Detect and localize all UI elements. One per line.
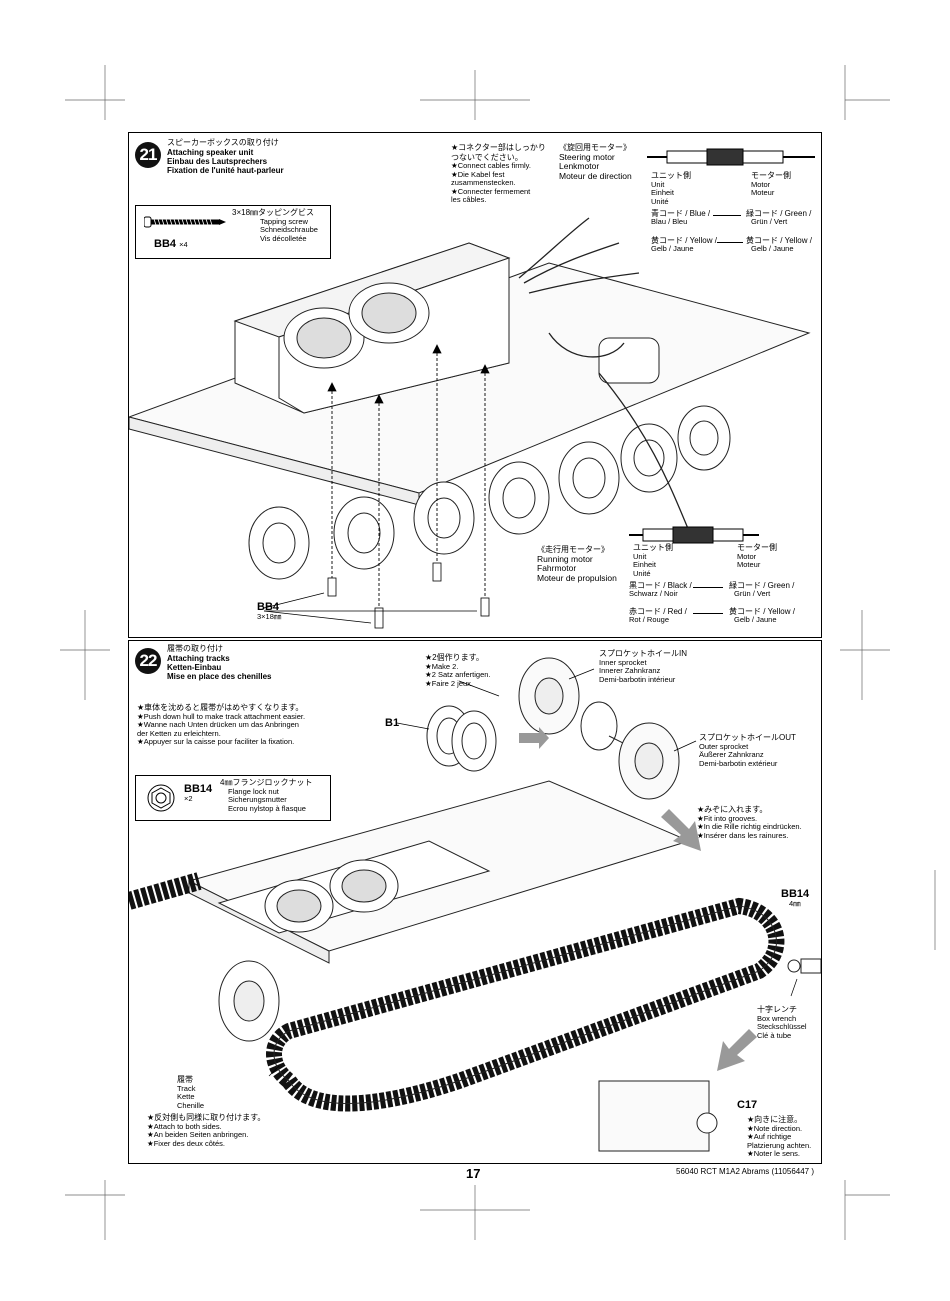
sprocket-assembly-illustration [396, 657, 697, 800]
track-hull-illustration [129, 780, 821, 1152]
make-two-note: ★2個作ります。 ★Make 2. ★2 Satz anfertigen. ★F… [425, 653, 491, 688]
running-unit-side: ユニット側 Unit Einheit Unité [633, 543, 673, 578]
fit-grooves-note: ★みぞに入れます。 ★Fit into grooves. ★In die Ril… [697, 805, 802, 840]
step-22-panel: 22 履帯の取り付け Attaching tracks Ketten-Einba… [128, 640, 822, 1164]
screw-icon [144, 216, 226, 228]
bb14-side-label: BB14 4㎜ [781, 888, 810, 908]
steering-unit-side: ユニット側 Unit Einheit Unité [651, 171, 691, 206]
track-label: 履帯 Track Kette Chenille [177, 1075, 205, 1110]
running-motor-side: モーター側 Motor Moteur [737, 543, 777, 570]
steering-motor-side: モーター側 Motor Moteur [751, 171, 791, 198]
running-motor-label: 《走行用モーター》 Running motor Fahrmotor Moteur… [537, 545, 617, 584]
steering-wire-pairs: 青コード / Blue / Blau / Bleu 緑コード / Green /… [651, 209, 812, 253]
product-code: 56040 RCT M1A2 Abrams (11056447 ) [676, 1167, 815, 1176]
step-number: 22 [135, 648, 161, 674]
box-wrench-label: 十字レンチ Box wrench Steckschlüssel Clé à tu… [757, 1005, 807, 1040]
running-connector-icon [629, 526, 759, 544]
both-sides-note: ★反対側も同様に取り付けます。 ★Attach to both sides. ★… [147, 1113, 266, 1148]
running-wire-pairs: 黒コード / Black / Schwarz / Noir 緑コード / Gre… [629, 581, 795, 624]
steering-motor-label: 《旋回用モーター》 Steering motor Lenkmotor Moteu… [559, 143, 632, 182]
outer-sprocket-label: スプロケットホイールOUT Outer sprocket Äußerer Zah… [699, 733, 796, 768]
flange-nut-icon [147, 784, 175, 812]
step-title: スピーカーボックスの取り付け Attaching speaker unit Ei… [167, 138, 284, 175]
connector-note: ★コネクター部はしっかり つないでください。 ★Connect cables f… [451, 143, 546, 205]
nut-parts-box: BB14 ×2 4㎜フランジロックナット Flange lock nut Sic… [135, 775, 331, 821]
chassis-speaker-illustration [129, 217, 811, 629]
inner-sprocket-label: スプロケットホイールIN Inner sprocket Innerer Zahn… [599, 649, 687, 684]
c17-label: C17 [737, 1099, 758, 1111]
screw-names: 3×18㎜タッピングビス Tapping screw Schneidschrau… [232, 208, 318, 243]
page-number: 17 [466, 1166, 481, 1181]
bb4-bottom-label: BB4 3×18㎜ [257, 601, 282, 621]
note-direction: ★向きに注意。 ★Note direction. ★Auf richtige P… [747, 1115, 812, 1159]
step-number: 21 [135, 142, 161, 168]
nut-names: 4㎜フランジロックナット Flange lock nut Sicherungsm… [220, 778, 313, 813]
b1-label: B1 [385, 717, 400, 729]
steering-connector-icon [647, 148, 815, 166]
screw-parts-box: BB4 ×4 3×18㎜タッピングビス Tapping screw Schnei… [135, 205, 331, 259]
step-title: 履帯の取り付け Attaching tracks Ketten-Einbau M… [167, 644, 272, 681]
step-21-panel: 21 スピーカーボックスの取り付け Attaching speaker unit… [128, 132, 822, 638]
push-down-note: ★車体を沈めると履帯がはめやすくなります。 ★Push down hull to… [137, 703, 306, 747]
